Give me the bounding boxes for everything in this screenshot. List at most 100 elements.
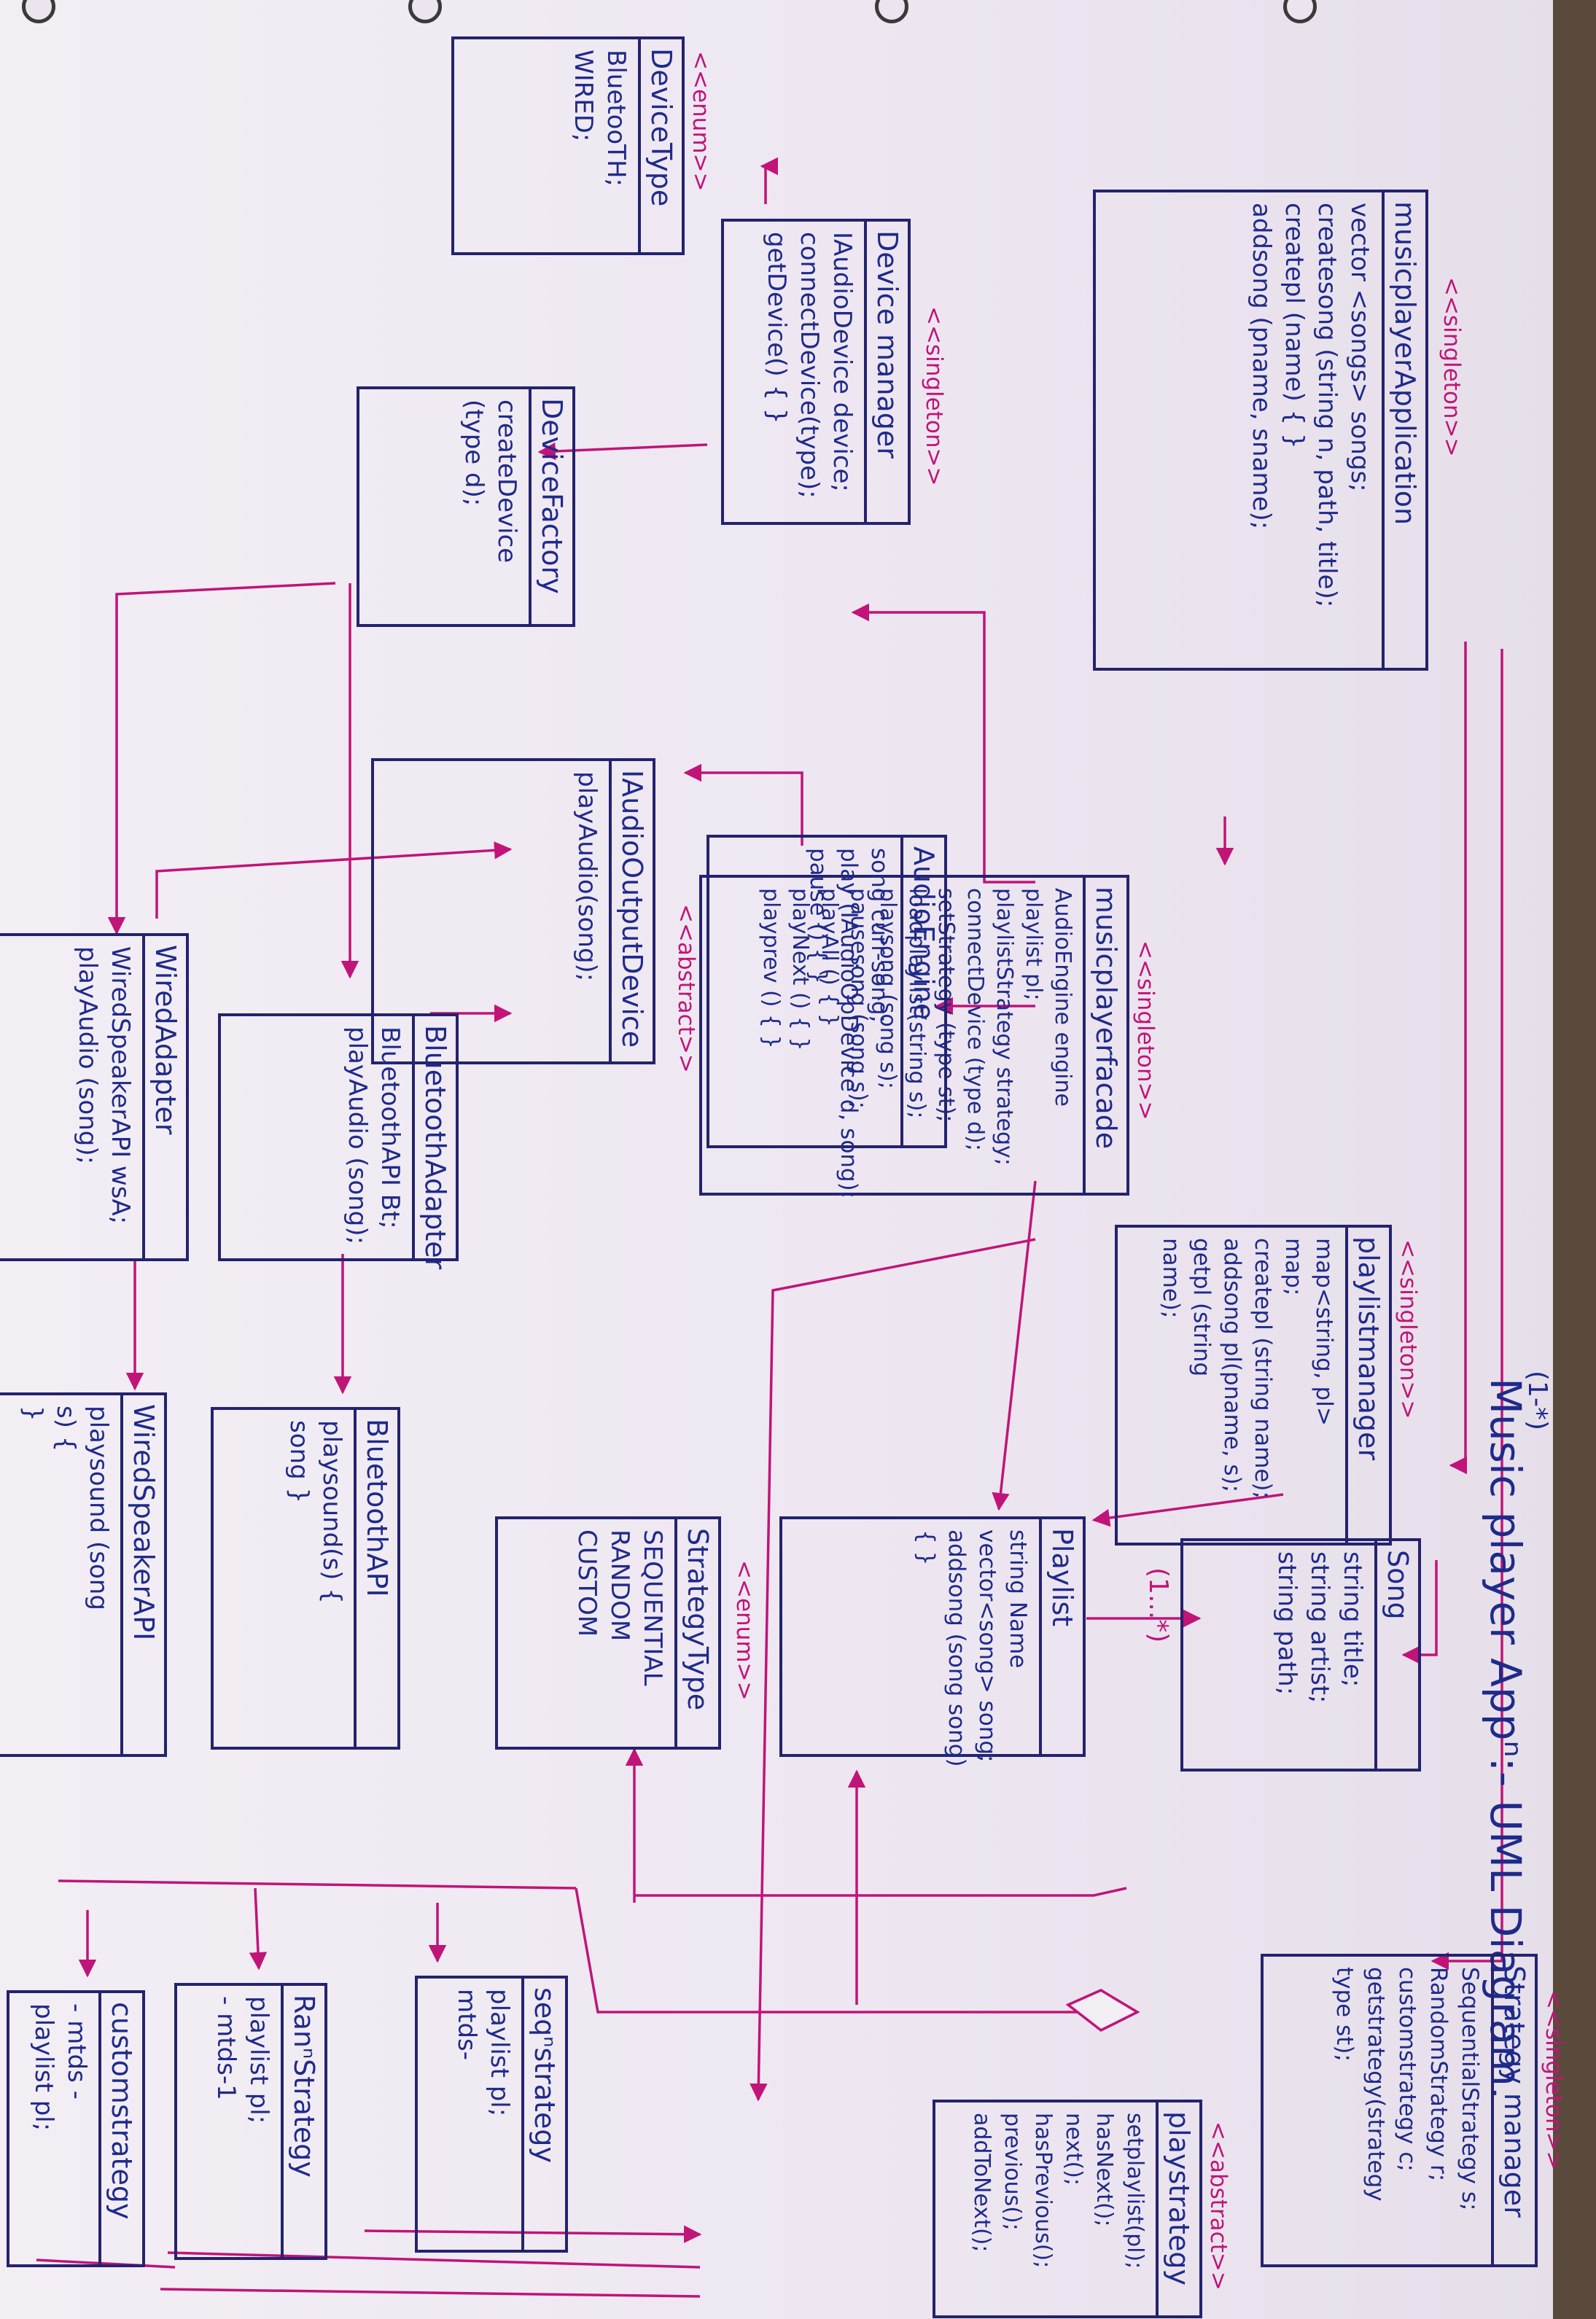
member: playAudio (song); [73,946,102,1165]
class-random-strategy: RanⁿStrategy playlist pl; - mtds-1 [174,1983,327,2260]
member: pause () { } [805,848,831,984]
member: RANDOM [605,1529,634,1642]
class-device-type: DeviceType BluetooTH; WIRED; [451,36,685,255]
member: CUSTOM [572,1529,602,1637]
class-members: vector <songs> songs; createsong (string… [1239,192,1382,668]
class-song: Song string title; string artist; string… [1180,1538,1421,1772]
strategy-bar [58,1879,577,1890]
member: addToNext(); [969,2113,994,2253]
class-name: DeviceFactory [529,389,572,624]
member: vector <songs> songs; [1345,203,1374,492]
member: setplaylist(pl); [1122,2113,1148,2269]
class-audio-engine: AudioEngine song curr-song; play (IAudio… [706,835,947,1199]
class-name: musicplayerApplication [1382,192,1425,668]
stereotype-device-type: <<enum>> [688,51,714,192]
class-name: Strategy manager [1491,1957,1535,2264]
class-members: playlist pl; mtds- [444,1979,521,2250]
assoc-plmanager-playlist [1091,1493,1284,1527]
class-name: Device manager [864,222,908,522]
class-members: - mtds - playlist pl; [21,1993,98,2264]
stereotype-strategy-type: <<enum>> [731,1560,758,1701]
member: SEQUENTIAL [638,1529,667,1686]
class-members: setplaylist(pl); hasNext(); next(); hasP… [960,2102,1156,2315]
member: playsound (song [84,1406,113,1610]
member: - mtds - [62,2003,91,2100]
assoc-devicemanager-devicetype [760,157,779,204]
class-members: IAudioDevice device; connectDevice(type)… [754,222,864,522]
member: { } [913,1529,939,1566]
strategy-bar-right [575,1887,1083,2014]
member: play (IAudioOpDevice d, song); [836,848,862,1199]
multiplicity-playlist-song: (1...*) [1143,1567,1173,1643]
class-name: StrategyType [674,1519,718,1747]
member: playAudio(song); [572,771,602,982]
member: hasPrevious(); [1030,2113,1056,2269]
assoc-devicemanager-factory [537,442,708,461]
member: getpl (string [1188,1238,1215,1377]
multiplicity-app-playlistmanager: (1-*) [1522,1371,1552,1430]
assoc-facade-playstrategy [750,1238,1036,2102]
member: addsong (song song) [943,1529,970,1767]
member: vector<song> song; [974,1529,1000,1763]
member: createsong (string n, path, title); [1312,203,1342,608]
class-members: playlist pl; - mtds-1 [203,1986,281,2257]
class-name: Playlist [1039,1519,1083,1754]
table-edge [1553,0,1596,2319]
member: string path; [1272,1551,1301,1696]
member: getDevice() { } [762,232,791,424]
playstrategy-links [36,2231,700,2298]
stereotype-playlist-manager: <<singleton>> [1395,1239,1421,1419]
member: string title; [1338,1551,1367,1688]
class-music-player-application: musicplayerApplication vector <songs> so… [1093,190,1428,671]
member: playlist pl; [29,2003,58,2132]
member: IAudioDevice device; [828,232,857,492]
member: s) { [51,1406,80,1452]
class-name: playstrategy [1156,2102,1199,2315]
class-strategy-manager: Strategy manager SequentialStrategy s; R… [1261,1954,1538,2267]
member: playlistStrategy strategy; [992,888,1017,1166]
member: connectDevice(type); [795,232,824,499]
class-name: WiredAdapter [142,936,186,1258]
inherit-wired-iaudio [155,841,513,919]
class-bluetooth-adapter: BluetoothAdapter BluetoothAPI Bt; playAu… [218,1013,459,1269]
member: - mtds-1 [211,1996,241,2100]
member: string Name [1005,1529,1031,1669]
class-name: Song [1374,1541,1418,1769]
class-name: BluetoothAdapter [412,1016,456,1269]
class-members: SequentialStrategy s; RandomStrategy r; … [1323,1957,1491,2264]
stereotype-music-player-application: <<singleton>> [1439,277,1465,457]
class-wired-speaker-api: WiredSpeakerAPI playsound (song s) { } [0,1392,167,1757]
class-name: playlistmanager [1345,1228,1389,1543]
class-strategy-type: StrategyType SEQUENTIAL RANDOM CUSTOM [495,1516,721,1750]
member: playlist pl; [244,1996,273,2124]
member: getstrategy(strategy [1363,1967,1389,2202]
member: } [18,1406,47,1422]
class-members: WiredSpeakerAPI wsA; playAudio (song); [65,936,142,1258]
class-name: musicplayerfacade [1083,878,1126,1193]
member: type st); [1331,1967,1358,2062]
member: playlist pl; [485,1989,514,2117]
class-members: string title; string artist; string path… [1264,1541,1374,1769]
assoc-factory-wired-adapter [107,582,336,935]
class-playlist: Playlist string Name vector<song> song; … [779,1516,1086,1767]
class-name: AudioEngine [900,838,944,1145]
class-play-strategy: playstrategy setplaylist(pl); hasNext();… [933,2100,1202,2318]
class-name: WiredSpeakerAPI [120,1395,164,1754]
assoc-app-playlistmanager [1449,642,1468,1475]
assoc-app-managers [1430,649,1503,1971]
class-name: IAudioOutputDevice [609,761,653,1061]
assoc-strategytype-main [634,1887,1127,1897]
member: mtds- [452,1989,481,2061]
assoc-song-top [1401,1560,1438,1664]
class-members: song curr-song; play (IAudioOpDevice d, … [797,838,900,1199]
class-members: map<string, pl> map; createpl (string na… [1150,1228,1345,1543]
class-members: playsound(s) { song } [276,1410,354,1747]
class-bluetooth-api: BluetoothAPI playsound(s) { song } [211,1407,400,1750]
class-members: BluetoothAPI Bt; playAudio (song); [335,1016,412,1258]
member: song curr-song; [866,848,892,1024]
member: playsound(s) { [317,1420,346,1604]
member: hasNext(); [1091,2113,1117,2227]
member: WiredSpeakerAPI wsA; [106,946,135,1225]
